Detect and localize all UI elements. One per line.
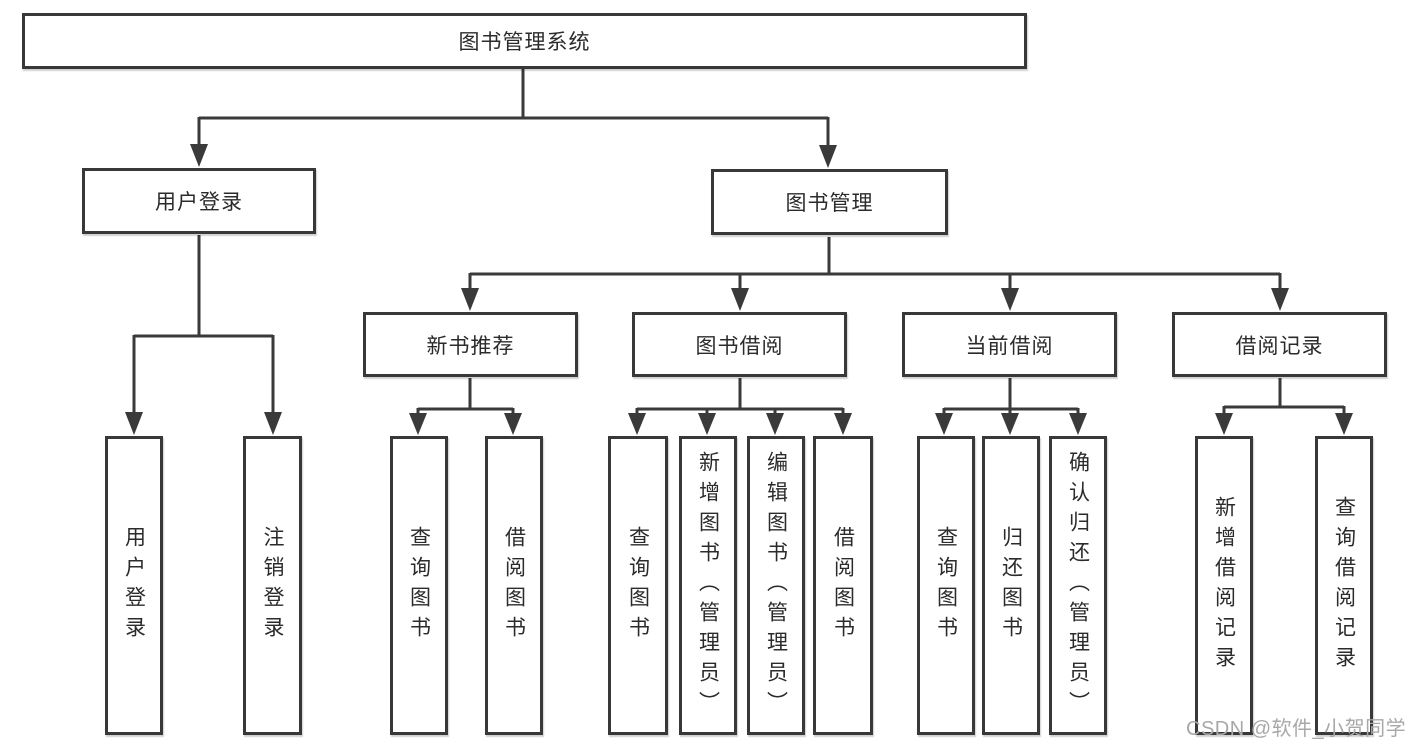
node-label: 图书借阅	[695, 334, 784, 358]
leaf-borrow-books: 借阅图书	[813, 436, 873, 735]
node-label: 查询图书	[934, 525, 958, 646]
leaf-query-books-borrow: 查询图书	[608, 436, 668, 735]
arrowhead-icon	[834, 413, 852, 435]
arrowhead-icon	[1001, 413, 1019, 435]
node-label: 当前借阅	[965, 334, 1054, 358]
node-label: 图书管理系统	[458, 31, 591, 54]
node-book-management: 图书管理	[711, 169, 948, 235]
node-label: 图书管理	[785, 192, 874, 215]
node-label: 用户登录	[155, 191, 243, 214]
node-label: 借阅图书	[502, 525, 526, 646]
leaf-add-borrow-record: 新增借阅记录	[1195, 436, 1253, 735]
arrowhead-icon	[461, 288, 479, 311]
node-label: 查询借阅记录	[1332, 495, 1356, 676]
node-book-borrow: 图书借阅	[632, 312, 847, 377]
node-label: 查询图书	[407, 525, 431, 646]
node-user-login: 用户登录	[82, 168, 316, 234]
leaf-query-borrow-record: 查询借阅记录	[1315, 436, 1373, 735]
node-current-borrow: 当前借阅	[902, 312, 1117, 377]
node-root-system: 图书管理系统	[22, 13, 1027, 69]
arrowhead-icon	[504, 413, 522, 435]
leaf-add-books-admin: 新增图书（管理员）	[679, 436, 737, 735]
arrowhead-icon	[935, 413, 953, 435]
leaf-user-login: 用户登录	[105, 436, 163, 735]
arrowhead-icon	[1069, 413, 1087, 435]
node-label: 确认归还（管理员）	[1066, 450, 1090, 721]
node-label: 编辑图书（管理员）	[764, 450, 788, 721]
csdn-watermark: CSDN @软件_小贺同学	[1186, 718, 1405, 740]
node-label: 注销登录	[261, 525, 284, 646]
arrowhead-icon	[1335, 413, 1353, 435]
arrowhead-icon	[264, 412, 282, 435]
node-label: 新增图书（管理员）	[696, 450, 720, 721]
arrowhead-icon	[125, 412, 143, 435]
leaf-return-books: 归还图书	[982, 436, 1040, 735]
node-label: 归还图书	[999, 525, 1023, 646]
arrowhead-icon	[1271, 288, 1289, 311]
node-label: 借阅记录	[1235, 334, 1324, 358]
arrowhead-icon	[698, 413, 716, 435]
node-label: 查询图书	[626, 525, 650, 646]
leaf-logout: 注销登录	[243, 436, 302, 735]
arrowhead-icon	[819, 145, 837, 168]
arrowhead-icon	[409, 413, 427, 435]
leaf-confirm-return-admin: 确认归还（管理员）	[1049, 436, 1107, 735]
arrowhead-icon	[628, 413, 646, 435]
arrowhead-icon	[190, 144, 208, 167]
arrowhead-icon	[766, 413, 784, 435]
node-label: 新书推荐	[426, 334, 515, 358]
node-new-book-recommend: 新书推荐	[363, 312, 578, 377]
leaf-query-books-recommend: 查询图书	[390, 436, 448, 735]
node-label: 新增借阅记录	[1212, 495, 1236, 676]
arrowhead-icon	[1001, 288, 1019, 311]
leaf-borrow-books-recommend: 借阅图书	[485, 436, 543, 735]
node-label: 用户登录	[122, 525, 146, 646]
arrowhead-icon	[1215, 413, 1233, 435]
leaf-query-books-current: 查询图书	[917, 436, 975, 735]
node-borrow-records: 借阅记录	[1172, 312, 1387, 377]
leaf-edit-books-admin: 编辑图书（管理员）	[747, 436, 805, 735]
node-label: 借阅图书	[831, 525, 855, 646]
arrowhead-icon	[731, 288, 749, 311]
